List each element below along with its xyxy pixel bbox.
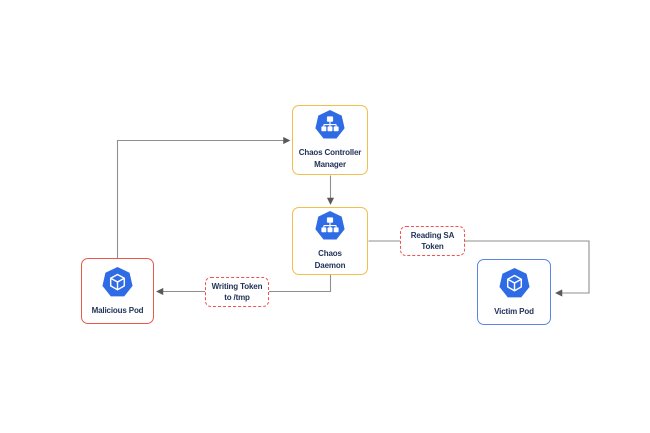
node-malicious-pod: Malicious Pod [81,258,154,324]
pod-cube-icon [498,267,530,298]
edge-label-writing-token-to-tmp-text: Writing Token to /tmp [211,281,263,302]
node-chaos-controller-manager-label: Chaos Controller Manager [298,148,362,169]
edge-malicious-pod-to-chaos-controller-manager [116,136,291,258]
node-victim-pod-label: Victim Pod [494,306,534,316]
edge-label-reading-sa-token: Reading SA Token [400,226,465,256]
node-malicious-pod-label: Malicious Pod [91,305,144,315]
edge-chaos-daemon-to-victim-pod [368,240,590,297]
sitemap-icon [315,110,345,139]
node-chaos-controller-manager: Chaos Controller Manager [292,105,368,175]
edge-label-reading-sa-token-text: Reading SA Token [410,230,455,251]
node-chaos-daemon-label: Chaos Daemon [314,249,346,270]
edge-label-writing-token-to-tmp: Writing Token to /tmp [205,277,269,307]
node-chaos-daemon: Chaos Daemon [292,207,368,275]
sitemap-icon [315,211,345,240]
pod-cube-icon [102,266,133,297]
node-victim-pod: Victim Pod [477,259,551,325]
